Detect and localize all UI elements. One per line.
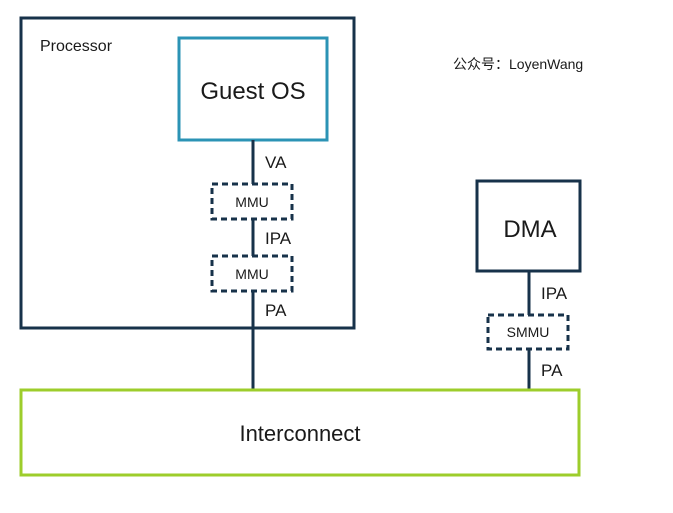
smmu-box bbox=[486, 313, 570, 351]
processor-label: Processor bbox=[40, 38, 113, 55]
edge-label-va: VA bbox=[265, 153, 287, 172]
watermark-text: 公众号：LoyenWang bbox=[453, 56, 583, 72]
processor-box bbox=[19, 16, 356, 330]
dma-label: DMA bbox=[503, 216, 556, 243]
guest-os-label: Guest OS bbox=[200, 78, 305, 105]
smmu-label: SMMU bbox=[507, 324, 550, 340]
edge-label-ipa-2: IPA bbox=[541, 284, 568, 303]
edge-label-ipa-1: IPA bbox=[265, 229, 292, 248]
edge-label-pa-1: PA bbox=[265, 301, 287, 320]
mmu-stage2-box bbox=[210, 254, 294, 293]
interconnect-box bbox=[19, 388, 581, 477]
mmu-stage1-box bbox=[210, 182, 294, 221]
mmu-stage1-label: MMU bbox=[235, 194, 268, 210]
edge-label-pa-2: PA bbox=[541, 361, 563, 380]
interconnect-label: Interconnect bbox=[239, 421, 360, 446]
mmu-stage2-label: MMU bbox=[235, 266, 268, 282]
